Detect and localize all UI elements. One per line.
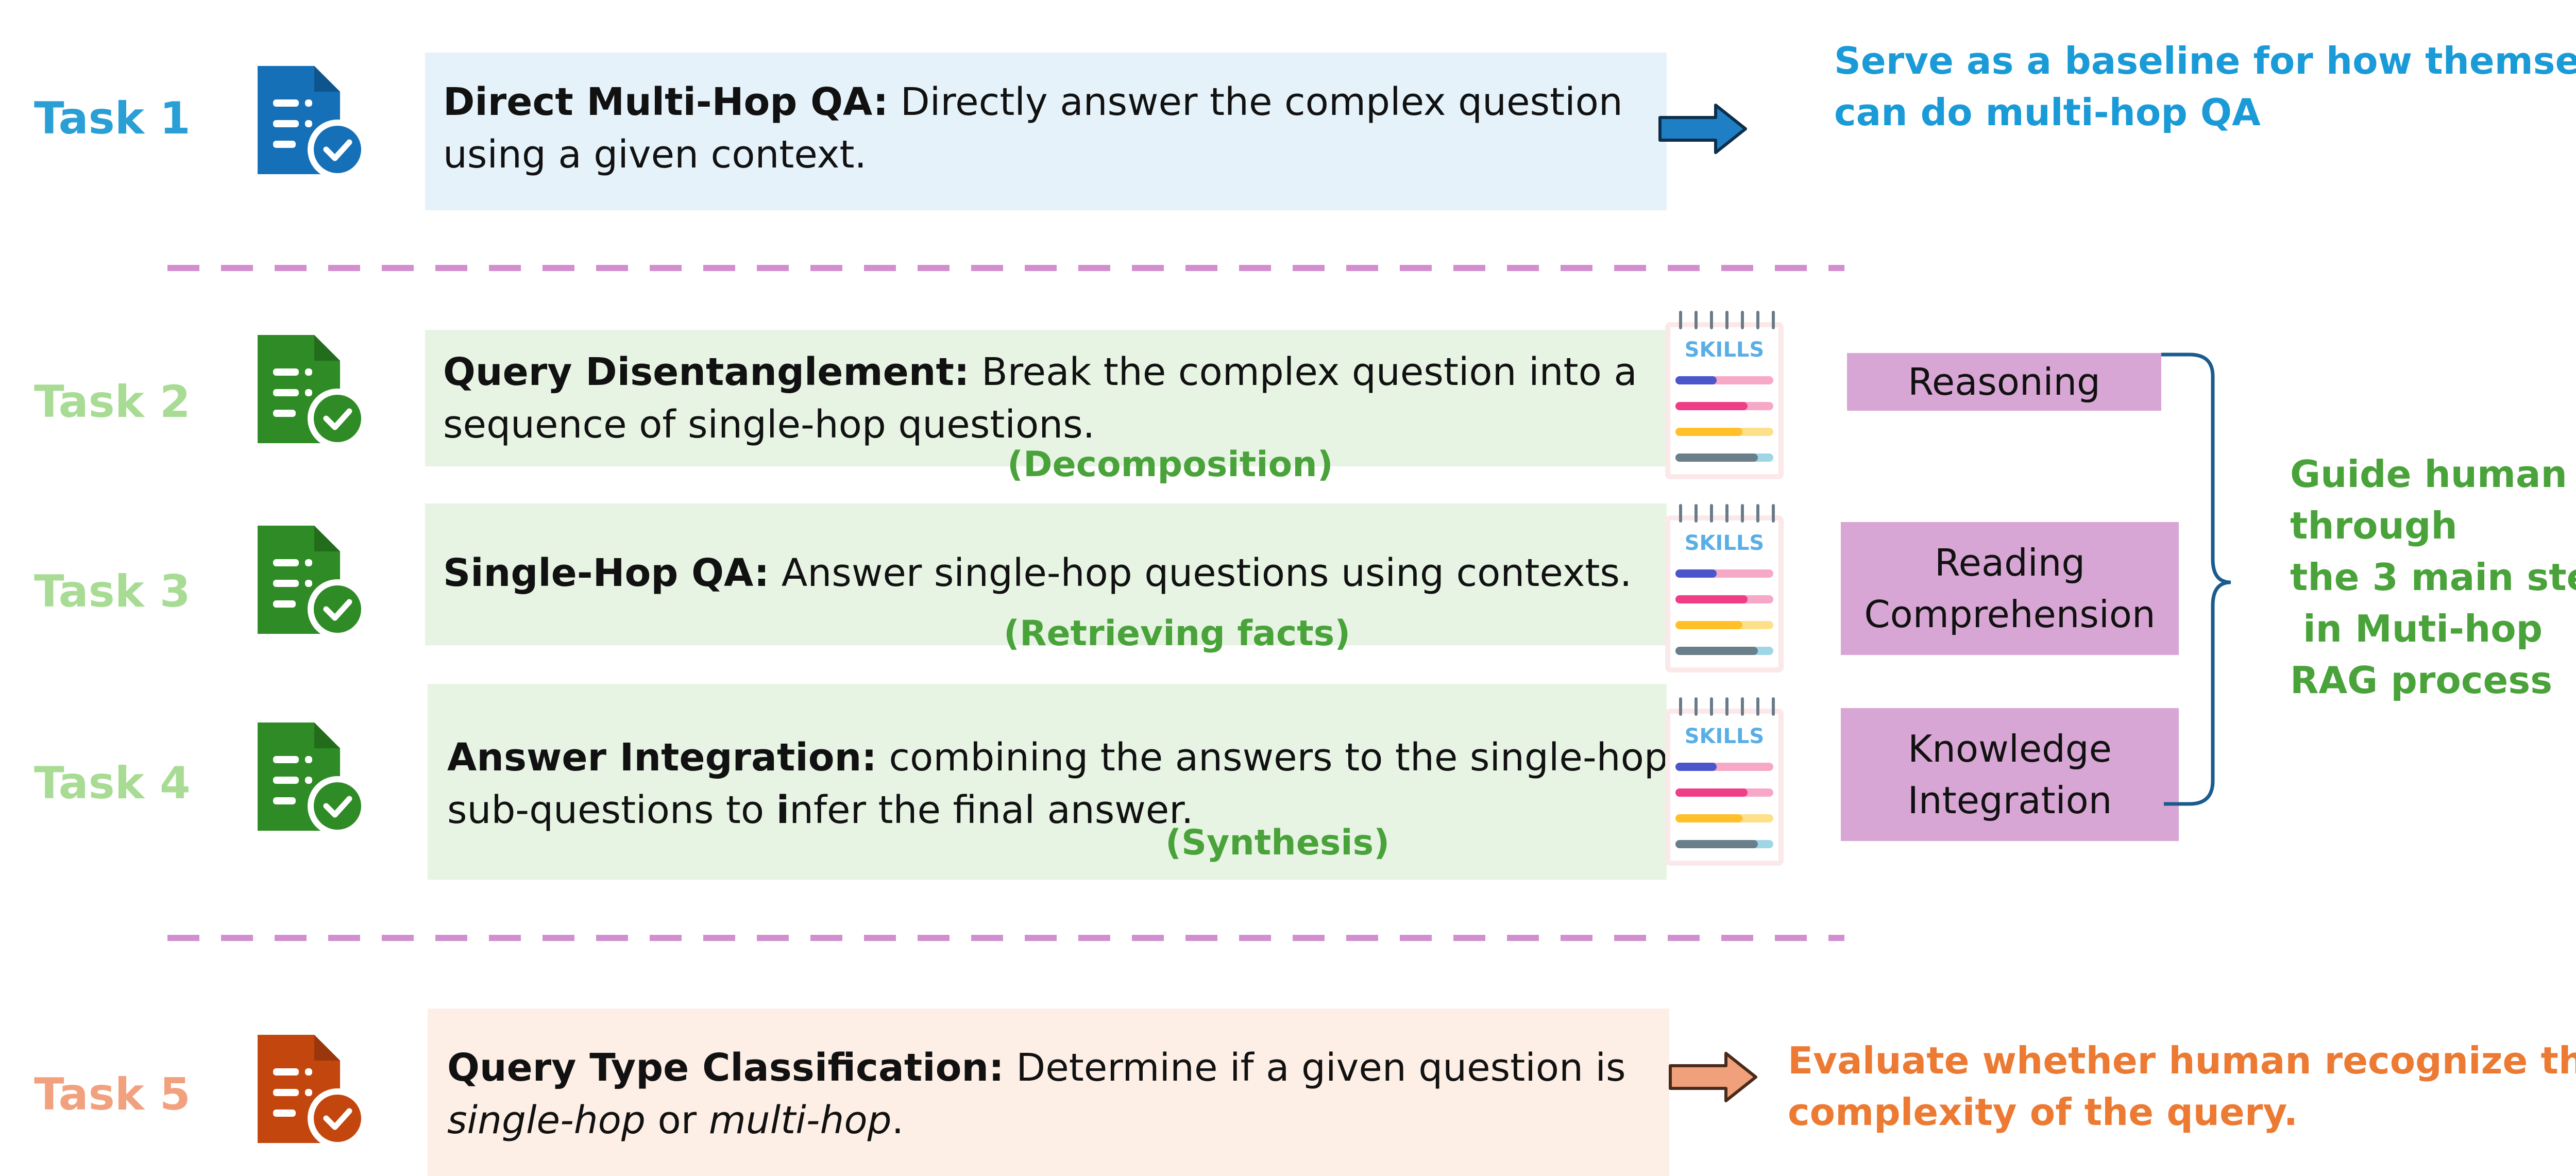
task-5-description: Query Type Classification: Determine if … [447,1042,1626,1094]
skills-label: SKILLS [1685,531,1764,555]
task-1-label: Task 1 [34,93,191,144]
skill-reading-comprehension: Reading Comprehension [1841,522,2179,655]
task-2-description: Query Disentanglement: Break the complex… [443,346,1637,398]
task-3-box [425,503,1667,645]
document-check-icon [258,66,367,179]
task-5-line1: Determine if a given question is [1004,1046,1626,1090]
skills-notepad-icon: SKILLS [1665,504,1784,673]
task-2-title: Query Disentanglement: [443,350,970,394]
task-2-line1: Break the complex question into a [969,350,1637,394]
skill-reasoning: Reasoning [1847,353,2161,411]
task-2-subtitle: (Decomposition) [1007,444,1333,485]
task-5-single-hop: single-hop [447,1098,646,1143]
task-1-box [425,53,1667,210]
task-5-period: . [891,1098,904,1143]
task-3-title: Single-Hop QA: [443,551,770,595]
task-4-line2: sub-questions to infer the final answer. [447,784,1193,836]
middle-note: Guide human through the 3 main steps in … [2290,452,2576,702]
skills-notepad-icon: SKILLS [1665,697,1784,866]
skills-label: SKILLS [1685,338,1764,362]
task-2-line2: sequence of single-hop questions. [443,402,1095,447]
task-4-title: Answer Integration: [447,735,877,780]
skill-knowledge-integration: Knowledge Integration [1841,708,2179,841]
document-check-icon [258,723,367,836]
task-4-description: Answer Integration: combining the answer… [447,732,1668,783]
task-5-box [428,1009,1669,1176]
task-4-line1: combining the answers to the single-hop [876,735,1668,780]
document-check-icon [258,526,367,639]
task-3-label: Task 3 [34,566,191,617]
task-5-title: Query Type Classification: [447,1046,1004,1090]
task-5-or: or [645,1098,709,1143]
task-5-line2: single-hop or multi-hop. [447,1095,904,1146]
document-check-icon [258,335,367,448]
task-2-box [425,330,1667,466]
task-1-line1: Directly answer the complex question [888,80,1623,124]
task-4-line2a: sub-questions to [447,788,776,832]
task-4-line2b: i [776,788,790,832]
task-4-box [428,684,1667,880]
task-3-subtitle: (Retrieving facts) [1004,613,1351,654]
task-5-label: Task 5 [34,1069,191,1120]
skills-label: SKILLS [1685,725,1764,748]
arrow-right-icon [1658,104,1747,154]
task-2-label: Task 2 [34,376,191,428]
skills-notepad-icon: SKILLS [1665,311,1784,479]
task-3-description: Single-Hop QA: Answer single-hop questio… [443,547,1632,599]
task-5-note: Evaluate whether human recognize the com… [1788,1039,2576,1134]
task-4-line2c: nfer the final answer. [789,788,1194,832]
task-3-line1: Answer single-hop questions using contex… [769,551,1632,595]
task-1-line2: using a given context. [443,132,867,177]
task-5-multi-hop: multi-hop [708,1098,892,1143]
task-1-note: Serve as a baseline for how themselves c… [1834,39,2576,134]
document-check-icon [258,1035,367,1148]
task-4-subtitle: (Synthesis) [1165,822,1390,863]
task-4-label: Task 4 [34,758,191,809]
task-1-title: Direct Multi-Hop QA: [443,80,889,124]
task-1-description: Direct Multi-Hop QA: Directly answer the… [443,76,1623,128]
arrow-right-icon [1669,1052,1757,1102]
